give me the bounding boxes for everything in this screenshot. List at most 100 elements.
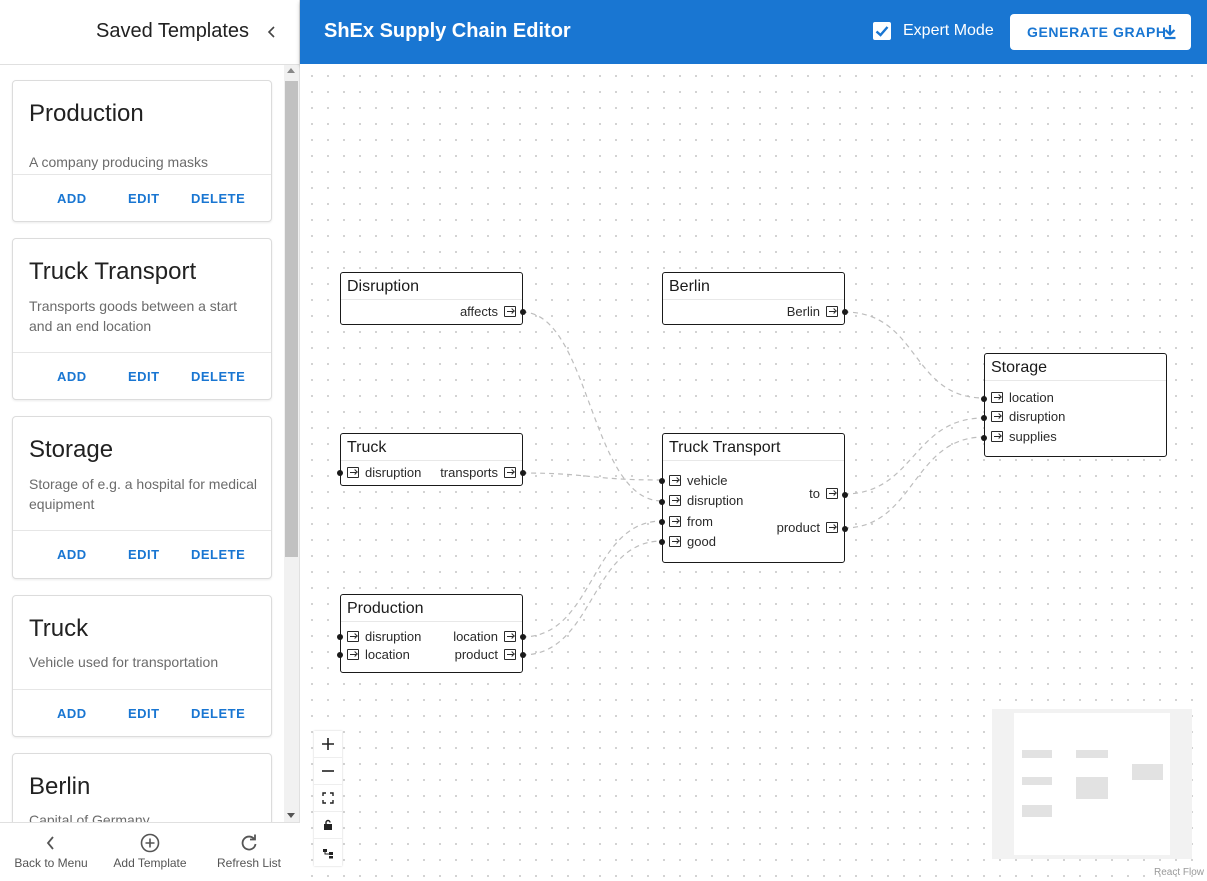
port-location-out[interactable]: location [453,629,516,645]
sidebar-header: Saved Templates [0,0,300,65]
edit-button[interactable]: EDIT [128,547,160,562]
input-port-icon [991,392,1003,403]
port-to[interactable]: to [809,486,838,502]
output-handle[interactable] [520,309,526,315]
fit-view-button[interactable] [314,785,342,812]
input-handle[interactable] [981,396,987,402]
refresh-list-button[interactable]: Refresh List [199,833,299,870]
refresh-icon [241,834,257,851]
zoom-in-button[interactable] [314,731,342,758]
edge-to-disruption [843,417,985,495]
port-disruption[interactable]: disruption [347,629,421,645]
node-truck-transport[interactable]: Truck Transport vehicle disruption from … [659,433,848,563]
edit-button[interactable]: EDIT [128,191,160,206]
port-berlin[interactable]: Berlin [787,304,838,320]
template-description: A company producing masks [29,154,208,170]
output-port-icon [504,631,516,642]
input-handle[interactable] [659,499,665,505]
scrollbar-thumb[interactable] [285,81,298,557]
template-card-berlin: Berlin Capital of Germany [12,753,272,822]
port-supplies[interactable]: supplies [991,429,1057,445]
output-handle[interactable] [520,652,526,658]
generate-graph-button[interactable]: GENERATE GRAPH [1010,14,1191,50]
delete-button[interactable]: DELETE [191,369,246,384]
output-port-icon [826,306,838,317]
output-handle[interactable] [842,526,848,532]
card-actions: ADD EDIT DELETE [13,530,271,578]
output-handle[interactable] [520,634,526,640]
template-card-storage: Storage Storage of e.g. a hospital for m… [12,416,272,579]
node-berlin[interactable]: Berlin Berlin [662,272,848,325]
input-handle[interactable] [337,470,343,476]
delete-button[interactable]: DELETE [191,547,246,562]
port-affects[interactable]: affects [460,304,516,320]
output-handle[interactable] [520,470,526,476]
toggle-interactivity-button[interactable] [314,812,342,839]
input-port-icon [991,431,1003,442]
port-good[interactable]: good [669,534,716,550]
input-port-icon [347,631,359,642]
input-handle[interactable] [659,519,665,525]
port-disruption[interactable]: disruption [347,465,421,481]
input-handle[interactable] [337,634,343,640]
input-port-icon [347,467,359,478]
delete-button[interactable]: DELETE [191,706,246,721]
input-handle[interactable] [981,435,987,441]
input-handle[interactable] [659,539,665,545]
app-bar: ShEx Supply Chain Editor Expert Mode GEN… [300,0,1207,64]
input-handle[interactable] [659,478,665,484]
node-production[interactable]: Production disruption location location … [337,594,526,673]
output-port-icon [826,488,838,499]
app-title: ShEx Supply Chain Editor [324,20,571,42]
template-list: Production A company producing masks ADD… [0,65,300,822]
zoom-out-button[interactable] [314,758,342,785]
edge-location-from [521,520,663,638]
add-template-button[interactable]: Add Template [100,833,200,870]
node-title: Berlin [669,278,710,295]
node-disruption[interactable]: Disruption affects [340,272,526,325]
add-button[interactable]: ADD [57,369,87,384]
node-title: Truck Transport [669,439,781,456]
add-button[interactable]: ADD [57,547,87,562]
graph-canvas[interactable]: Disruption affects Berlin Berlin Storage… [300,64,1207,881]
input-handle[interactable] [337,652,343,658]
input-port-icon [347,649,359,660]
port-from[interactable]: from [669,514,713,530]
scroll-up-arrow-icon[interactable] [287,68,295,73]
output-handle[interactable] [842,309,848,315]
input-port-icon [669,516,681,527]
add-button[interactable]: ADD [57,191,87,206]
collapse-sidebar-button[interactable] [260,20,282,44]
node-title: Storage [991,359,1048,376]
sidebar-title: Saved Templates [96,20,250,42]
minus-icon [322,770,334,772]
react-flow-attribution[interactable]: React Flow [1153,867,1204,878]
port-location[interactable]: location [991,390,1054,406]
port-product-out[interactable]: product [455,647,516,663]
add-button[interactable]: ADD [57,706,87,721]
sidebar-scrollbar[interactable] [284,65,299,822]
port-vehicle[interactable]: vehicle [669,473,727,489]
node-truck[interactable]: Truck disruption transports [337,433,526,486]
delete-button[interactable]: DELETE [191,191,246,206]
port-disruption[interactable]: disruption [991,409,1065,425]
back-to-menu-button[interactable]: Back to Menu [1,833,101,870]
layout-button[interactable] [314,839,342,866]
port-transports[interactable]: transports [440,465,516,481]
generate-graph-label: GENERATE GRAPH [1027,24,1167,40]
edit-button[interactable]: EDIT [128,369,160,384]
chevron-left-icon [46,836,54,850]
output-port-icon [504,467,516,478]
input-handle[interactable] [981,415,987,421]
input-port-icon [669,536,681,547]
output-handle[interactable] [842,492,848,498]
minimap[interactable] [992,709,1192,859]
edit-button[interactable]: EDIT [128,706,160,721]
port-location[interactable]: location [347,647,410,663]
scroll-down-arrow-icon[interactable] [287,813,295,818]
node-storage[interactable]: Storage location disruption supplies [981,353,1167,457]
port-disruption[interactable]: disruption [669,493,743,509]
port-product[interactable]: product [777,520,838,536]
add-circle-icon [140,833,160,853]
template-description: Capital of Germany [29,812,150,822]
